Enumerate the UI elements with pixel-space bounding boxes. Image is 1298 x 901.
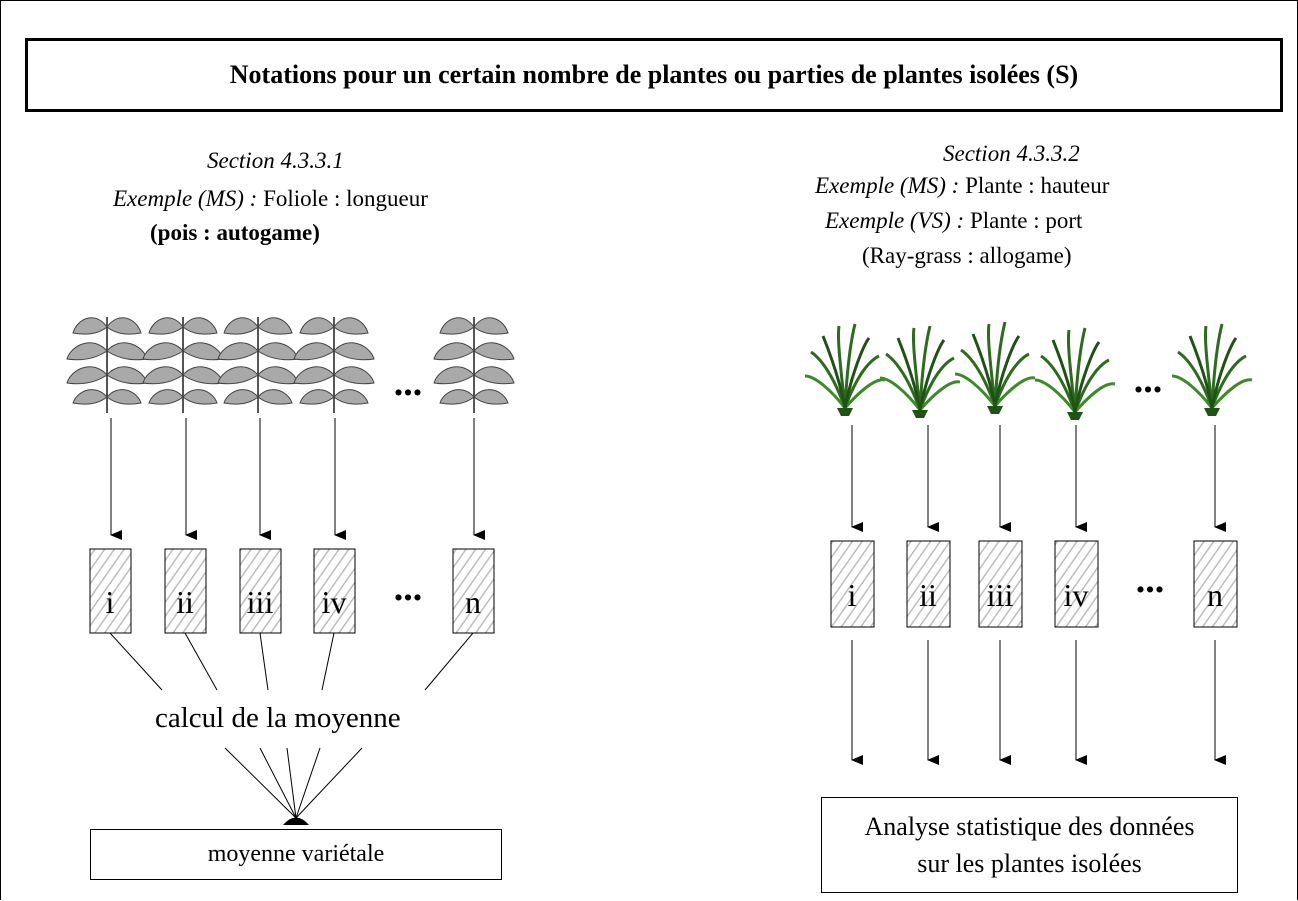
left-section-label: Section 4.3.3.1 — [207, 148, 344, 173]
connector-line — [424, 632, 474, 691]
converging-line — [259, 747, 297, 819]
converging-line — [286, 747, 297, 819]
right-example-2-label: Exemple (VS) : — [825, 208, 965, 233]
sample-box — [164, 548, 207, 634]
sample-box — [239, 548, 282, 634]
connector-line — [109, 632, 163, 691]
sample-box-label: n — [1207, 577, 1223, 613]
sample-box-label: iv — [1064, 577, 1089, 613]
right-example-1-label: Exemple (MS) : — [815, 173, 960, 198]
sample-box — [1054, 540, 1099, 628]
pea-plant-icon — [217, 316, 299, 414]
grass-plant-icon — [1033, 326, 1117, 422]
connector-line — [184, 632, 218, 691]
right-example-2-value: Plante : port — [969, 208, 1083, 233]
diagram-title: Notations pour un certain nombre de plan… — [229, 60, 1079, 89]
right-note: (Ray-grass : allogame) — [862, 243, 1072, 268]
sample-box-label: ii — [919, 577, 937, 613]
left-boxes-ellipsis: ... — [394, 567, 423, 609]
sample-box-label: n — [465, 584, 481, 620]
pea-plant-icon — [293, 316, 375, 414]
right-example-1: Exemple (MS) : Plante : hauteur — [815, 173, 1109, 199]
statistical-analysis-line-2: sur les plantes isolées — [917, 849, 1142, 878]
title-box: Notations pour un certain nombre de plan… — [25, 38, 1283, 112]
connector-line — [321, 632, 335, 691]
calc-average-label: calcul de la moyenne — [155, 702, 401, 734]
right-section-label: Section 4.3.3.2 — [943, 141, 1080, 166]
sample-box-label: iv — [322, 584, 347, 620]
sample-box-label: ii — [176, 584, 194, 620]
left-note: (pois : autogame) — [150, 220, 320, 245]
varietal-mean-box: moyenne variétale — [90, 829, 502, 880]
sample-box-label: i — [106, 584, 115, 620]
connector-line — [259, 632, 269, 691]
sample-box — [452, 548, 495, 634]
left-plants-ellipsis: ... — [394, 362, 423, 404]
right-boxes-ellipsis: ... — [1136, 559, 1165, 601]
statistical-analysis-line-1: Analyse statistique des données — [864, 812, 1195, 841]
convergence-point — [283, 817, 309, 825]
converging-line — [295, 747, 363, 819]
pea-plant-icon — [66, 316, 148, 414]
statistical-analysis-box: Analyse statistique des données sur les … — [821, 797, 1238, 893]
left-example-value: Foliole : longueur — [263, 186, 428, 211]
grass-plant-icon — [953, 320, 1037, 416]
pea-plant-icon — [433, 316, 515, 414]
sample-box-label: i — [848, 577, 857, 613]
left-example: Exemple (MS) : Foliole : longueur — [113, 186, 428, 212]
grass-plant-icon — [878, 324, 962, 420]
pea-plant-icon — [142, 316, 224, 414]
right-example-2: Exemple (VS) : Plante : port — [825, 208, 1082, 234]
sample-box — [1193, 540, 1238, 628]
right-example-1-value: Plante : hauteur — [965, 173, 1110, 198]
sample-box — [830, 540, 875, 628]
grass-plant-icon — [1170, 322, 1254, 418]
sample-box — [313, 548, 356, 634]
converging-line — [224, 747, 297, 819]
sample-box — [89, 548, 132, 634]
varietal-mean-label: moyenne variétale — [207, 841, 385, 867]
grass-plant-icon — [803, 322, 887, 418]
left-example-label: Exemple (MS) : — [113, 186, 258, 211]
sample-box-label: iii — [987, 577, 1014, 613]
converging-line — [295, 747, 321, 819]
sample-box — [906, 540, 951, 628]
sample-box-label: iii — [247, 584, 274, 620]
sample-box — [978, 540, 1023, 628]
right-plants-ellipsis: ... — [1134, 359, 1163, 401]
